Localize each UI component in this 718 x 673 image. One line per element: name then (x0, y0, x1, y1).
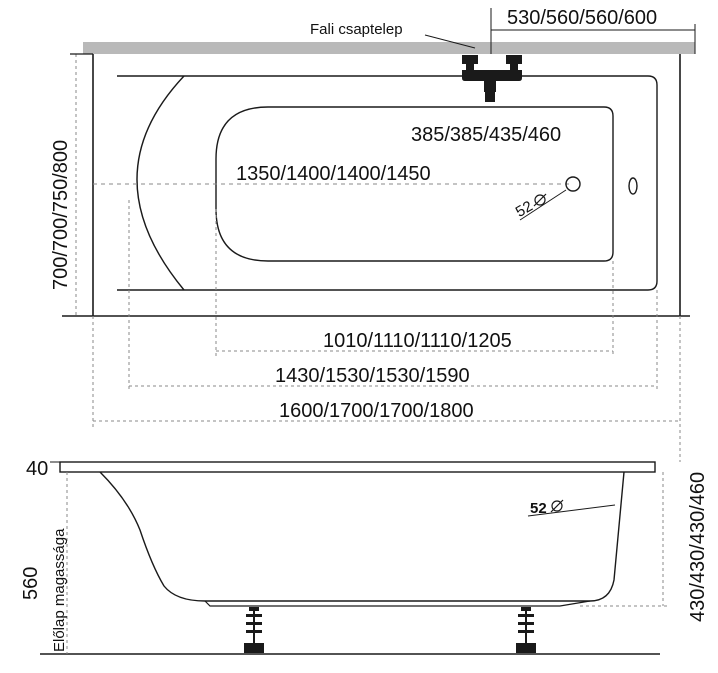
inner-bottom-length-value: 1010/1110/1110/1205 (323, 330, 512, 352)
drain-top-label: 52 (513, 198, 536, 221)
top-view: 52 Fali csaptelep 530/560/560/600 700/70… (50, 7, 696, 427)
total-length-value: 1600/1700/1700/1800 (279, 400, 474, 422)
faucet-icon (462, 55, 522, 102)
inner-width-value: 385/385/435/460 (411, 124, 561, 146)
tub-base (204, 600, 591, 607)
drain-side-leader (527, 504, 616, 517)
mid-length-value: 1430/1530/1530/1590 (275, 365, 470, 387)
width-left-value: 700/700/750/800 (50, 140, 72, 290)
diameter-symbol-top (534, 194, 546, 206)
rim-outline (117, 75, 658, 291)
backrest-arc (136, 75, 185, 291)
basin-outline (215, 106, 614, 262)
depth-right-value: 430/430/430/460 (687, 472, 709, 622)
faucet-label: Fali csaptelep (310, 21, 403, 38)
inner-length-value: 1350/1400/1400/1450 (236, 163, 431, 185)
diameter-symbol-top-slash (533, 193, 547, 207)
diameter-symbol-side-slash (550, 499, 564, 513)
side-view: 40 52 560 (20, 430, 709, 655)
rim-height-value: 40 (26, 458, 48, 480)
overflow-hole (628, 177, 638, 195)
leg-right (516, 607, 536, 653)
drain-leader (519, 189, 567, 221)
panel-height-value: 560 (20, 567, 42, 600)
wall-strip (83, 42, 695, 54)
leg-left (244, 607, 264, 653)
rim (59, 461, 656, 473)
faucet-leader (424, 34, 476, 49)
tub-body (99, 471, 625, 602)
panel-height-label: Előlap magassága (51, 528, 68, 652)
faucet-offset-value: 530/560/560/600 (507, 7, 657, 29)
drain-side-label: 52 (530, 500, 547, 517)
diameter-symbol-side (551, 500, 563, 512)
drain-circle (565, 176, 581, 192)
